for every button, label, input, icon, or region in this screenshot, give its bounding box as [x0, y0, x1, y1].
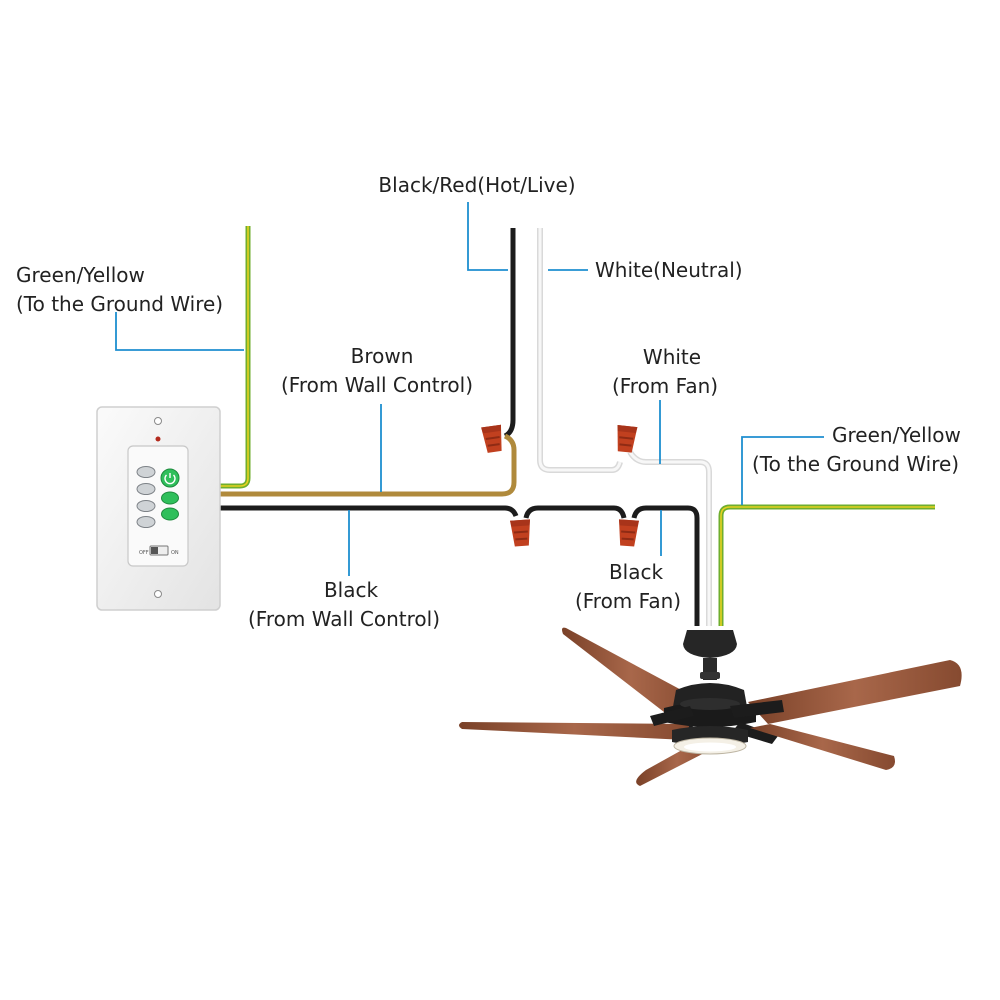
label-black-fan-1: Black — [609, 560, 664, 584]
fan-speed-icon[interactable] — [136, 466, 156, 478]
label-black-fan-2: (From Fan) — [575, 589, 681, 613]
wire-nuts — [480, 423, 640, 548]
switch-on-label: ON — [171, 550, 179, 556]
label-brown-1: Brown — [351, 344, 414, 368]
screw-top — [154, 417, 162, 425]
screw-bottom — [154, 590, 162, 598]
label-black-wall-1: Black — [324, 578, 379, 602]
ground-left-wire — [220, 226, 251, 489]
fan-light-kit — [672, 726, 748, 755]
label-black-wall-2: (From Wall Control) — [248, 607, 440, 631]
black-wall-wire — [220, 505, 519, 517]
label-white-fan-2: (From Fan) — [612, 374, 718, 398]
fan-speed-buttons — [136, 466, 156, 528]
wire-nut-icon — [616, 518, 640, 548]
fan-blade — [748, 660, 962, 724]
hot-wire — [503, 228, 516, 439]
label-neutral: White(Neutral) — [595, 258, 743, 282]
label-ground-left-1: Green/Yellow — [16, 263, 145, 287]
fan-blade — [562, 627, 700, 712]
indicator-led — [155, 436, 161, 442]
ceiling-fan — [459, 627, 962, 786]
fan-canopy — [683, 630, 737, 680]
black-fan-wire — [631, 505, 700, 626]
leader-lines — [115, 202, 824, 576]
fan-speed-icon[interactable] — [136, 516, 156, 528]
leader-ground-left — [115, 312, 244, 351]
label-ground-right-2: (To the Ground Wire) — [752, 452, 959, 476]
wire-nut-icon — [509, 518, 533, 548]
labels: Black/Red(Hot/Live) White(Neutral) Green… — [16, 173, 961, 631]
switch-off-label: OFF — [139, 550, 149, 556]
brown-wire — [220, 433, 517, 497]
light-button-icon[interactable] — [161, 507, 179, 521]
fan-speed-icon[interactable] — [136, 500, 156, 512]
fan-speed-icon[interactable] — [136, 483, 156, 495]
light-button-icon[interactable] — [161, 491, 179, 505]
slide-switch[interactable] — [149, 545, 169, 556]
black-jumper-wire — [523, 505, 627, 519]
fan-blade — [750, 724, 895, 770]
wire-nut-icon — [613, 424, 639, 454]
leader-hot — [467, 202, 508, 271]
leader-ground-right — [741, 436, 824, 505]
ground-right-wire — [718, 504, 935, 626]
wires — [220, 226, 935, 626]
wall-control: OFF ON — [96, 406, 221, 611]
wire-nut-icon — [480, 423, 506, 455]
label-hot: Black/Red(Hot/Live) — [378, 173, 575, 197]
label-white-fan-1: White — [643, 345, 701, 369]
label-brown-2: (From Wall Control) — [281, 373, 473, 397]
label-ground-left-2: (To the Ground Wire) — [16, 292, 223, 316]
label-ground-right-1: Green/Yellow — [832, 423, 961, 447]
fan-blade — [459, 722, 690, 740]
